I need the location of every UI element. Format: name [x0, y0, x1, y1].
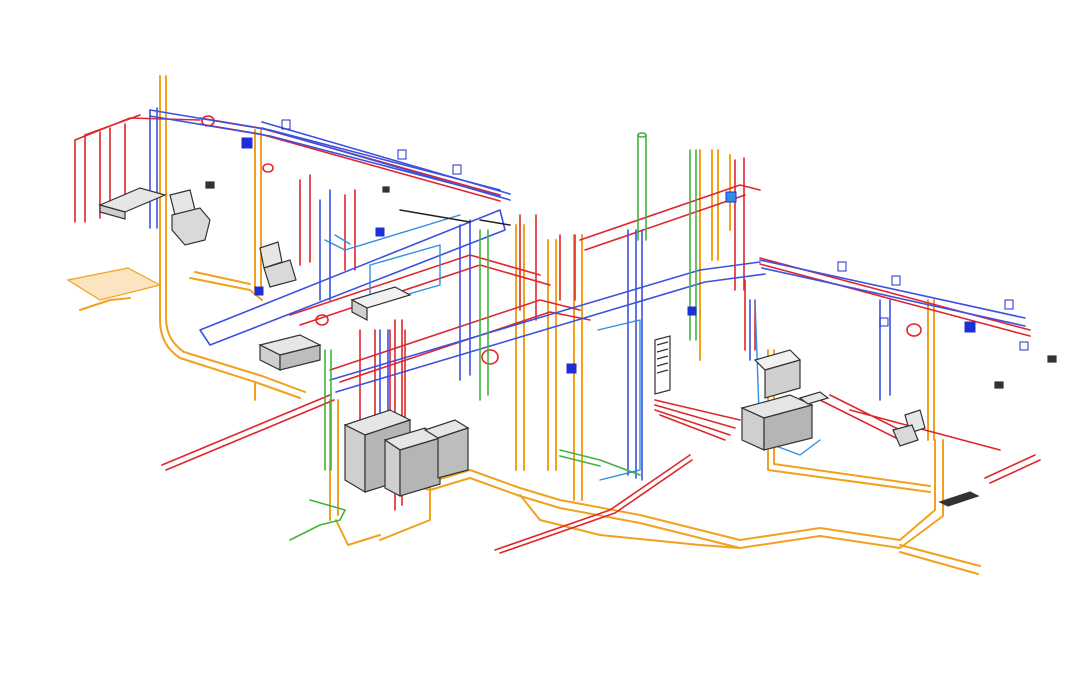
- chilled-water-system: [324, 214, 821, 481]
- duct-main-2: [329, 299, 591, 383]
- drain-branch-bottom: [519, 494, 741, 549]
- air-terminal: [397, 149, 407, 160]
- duct-elbow-1: [315, 314, 329, 326]
- air-terminal: [964, 321, 976, 333]
- air-terminal: [452, 164, 462, 175]
- duct-elbow-2: [481, 349, 499, 365]
- duct-diagonal-right: [579, 184, 761, 251]
- air-terminal: [1004, 299, 1014, 310]
- air-terminal: [281, 119, 291, 130]
- washbasin-left: [98, 187, 167, 220]
- air-terminal: [725, 191, 737, 203]
- hot-drop-boiler: [359, 329, 406, 421]
- floor-drain: [938, 491, 980, 507]
- chilled-center-loop: [597, 319, 641, 481]
- underfloor-heating-right: [819, 394, 1041, 484]
- water-tank: [740, 349, 814, 451]
- cold-main-center: [329, 261, 766, 393]
- chilled-loop-left: [324, 214, 461, 251]
- gas-lower: [559, 449, 641, 476]
- hot-riser-cluster-left: [74, 123, 126, 223]
- air-terminal: [687, 306, 697, 316]
- gas-branch-center: [479, 229, 489, 401]
- manifold-lines: [654, 399, 741, 441]
- drain-to-ground: [379, 479, 431, 541]
- cold-main-diagonal: [199, 209, 506, 346]
- drain-main-bottom: [469, 439, 944, 549]
- bathtub: [350, 286, 412, 321]
- boiler-2: [383, 427, 442, 497]
- air-terminal: [1019, 341, 1029, 351]
- cold-right-drop: [749, 299, 891, 401]
- chilled-box-outline: [369, 244, 441, 306]
- toilet-center: [259, 241, 297, 288]
- toilet-left: [169, 189, 211, 246]
- drain-bathroom-left: [189, 271, 263, 301]
- cold-branch-center: [459, 219, 471, 381]
- cold-main-top-2: [261, 121, 511, 201]
- drainage-system: [79, 75, 981, 575]
- air-terminal: [566, 363, 577, 374]
- shower-tray: [66, 267, 162, 301]
- wall-switch-2: [382, 186, 390, 193]
- air-terminal: [879, 317, 889, 327]
- air-terminal: [837, 261, 847, 272]
- air-terminal: [254, 286, 264, 296]
- boiler-3: [423, 419, 470, 479]
- hot-main-top: [199, 117, 501, 202]
- manifold: [654, 335, 671, 395]
- cold-branch-misc: [319, 189, 331, 301]
- duct-elbow-3: [906, 323, 922, 337]
- drain-stack-center-2: [547, 239, 557, 471]
- duct-unit: [258, 334, 322, 371]
- cold-water-system: [149, 107, 1026, 481]
- gas-vertical-left: [324, 349, 332, 471]
- equipment: [66, 181, 1057, 507]
- washbasin-right: [798, 391, 830, 405]
- drain-branch-right: [899, 544, 981, 575]
- cold-riser-center: [627, 229, 643, 481]
- underfloor-heating-left: [161, 394, 335, 471]
- drain-main-lower: [254, 375, 306, 399]
- cold-main-right: [759, 259, 1026, 327]
- drain-main-left: [159, 239, 263, 401]
- drain-riser-right: [927, 299, 935, 441]
- cold-riser-left: [149, 107, 158, 229]
- drain-shower: [79, 297, 131, 311]
- hot-drop-center-2: [344, 189, 356, 271]
- duct-elbow-4: [262, 163, 274, 173]
- air-terminal: [891, 275, 901, 286]
- air-terminals: [241, 119, 1029, 374]
- wall-switch-3: [994, 381, 1004, 389]
- toilet-right: [892, 409, 926, 447]
- drain-stack-left: [159, 75, 167, 241]
- drain-vertical-misc-1: [254, 129, 262, 291]
- underfloor-heating-center: [494, 454, 693, 554]
- hot-riser-tall: [734, 157, 745, 291]
- wall-switch-1: [205, 181, 215, 189]
- hot-branch-top-left: [74, 114, 201, 141]
- air-terminal: [375, 227, 385, 237]
- support-rods: [399, 209, 511, 226]
- drain-left-lower: [329, 399, 381, 546]
- hot-drop-center: [299, 174, 311, 266]
- chilled-right-loop: [754, 299, 821, 456]
- air-terminal: [241, 137, 253, 149]
- gas-left-lower: [289, 499, 346, 541]
- duct-riser: [519, 214, 576, 321]
- wall-switch-4: [1047, 355, 1057, 363]
- drain-stack-center-1: [515, 224, 525, 471]
- gas-riser-main: [637, 134, 647, 241]
- gas-riser-cap: [637, 132, 647, 138]
